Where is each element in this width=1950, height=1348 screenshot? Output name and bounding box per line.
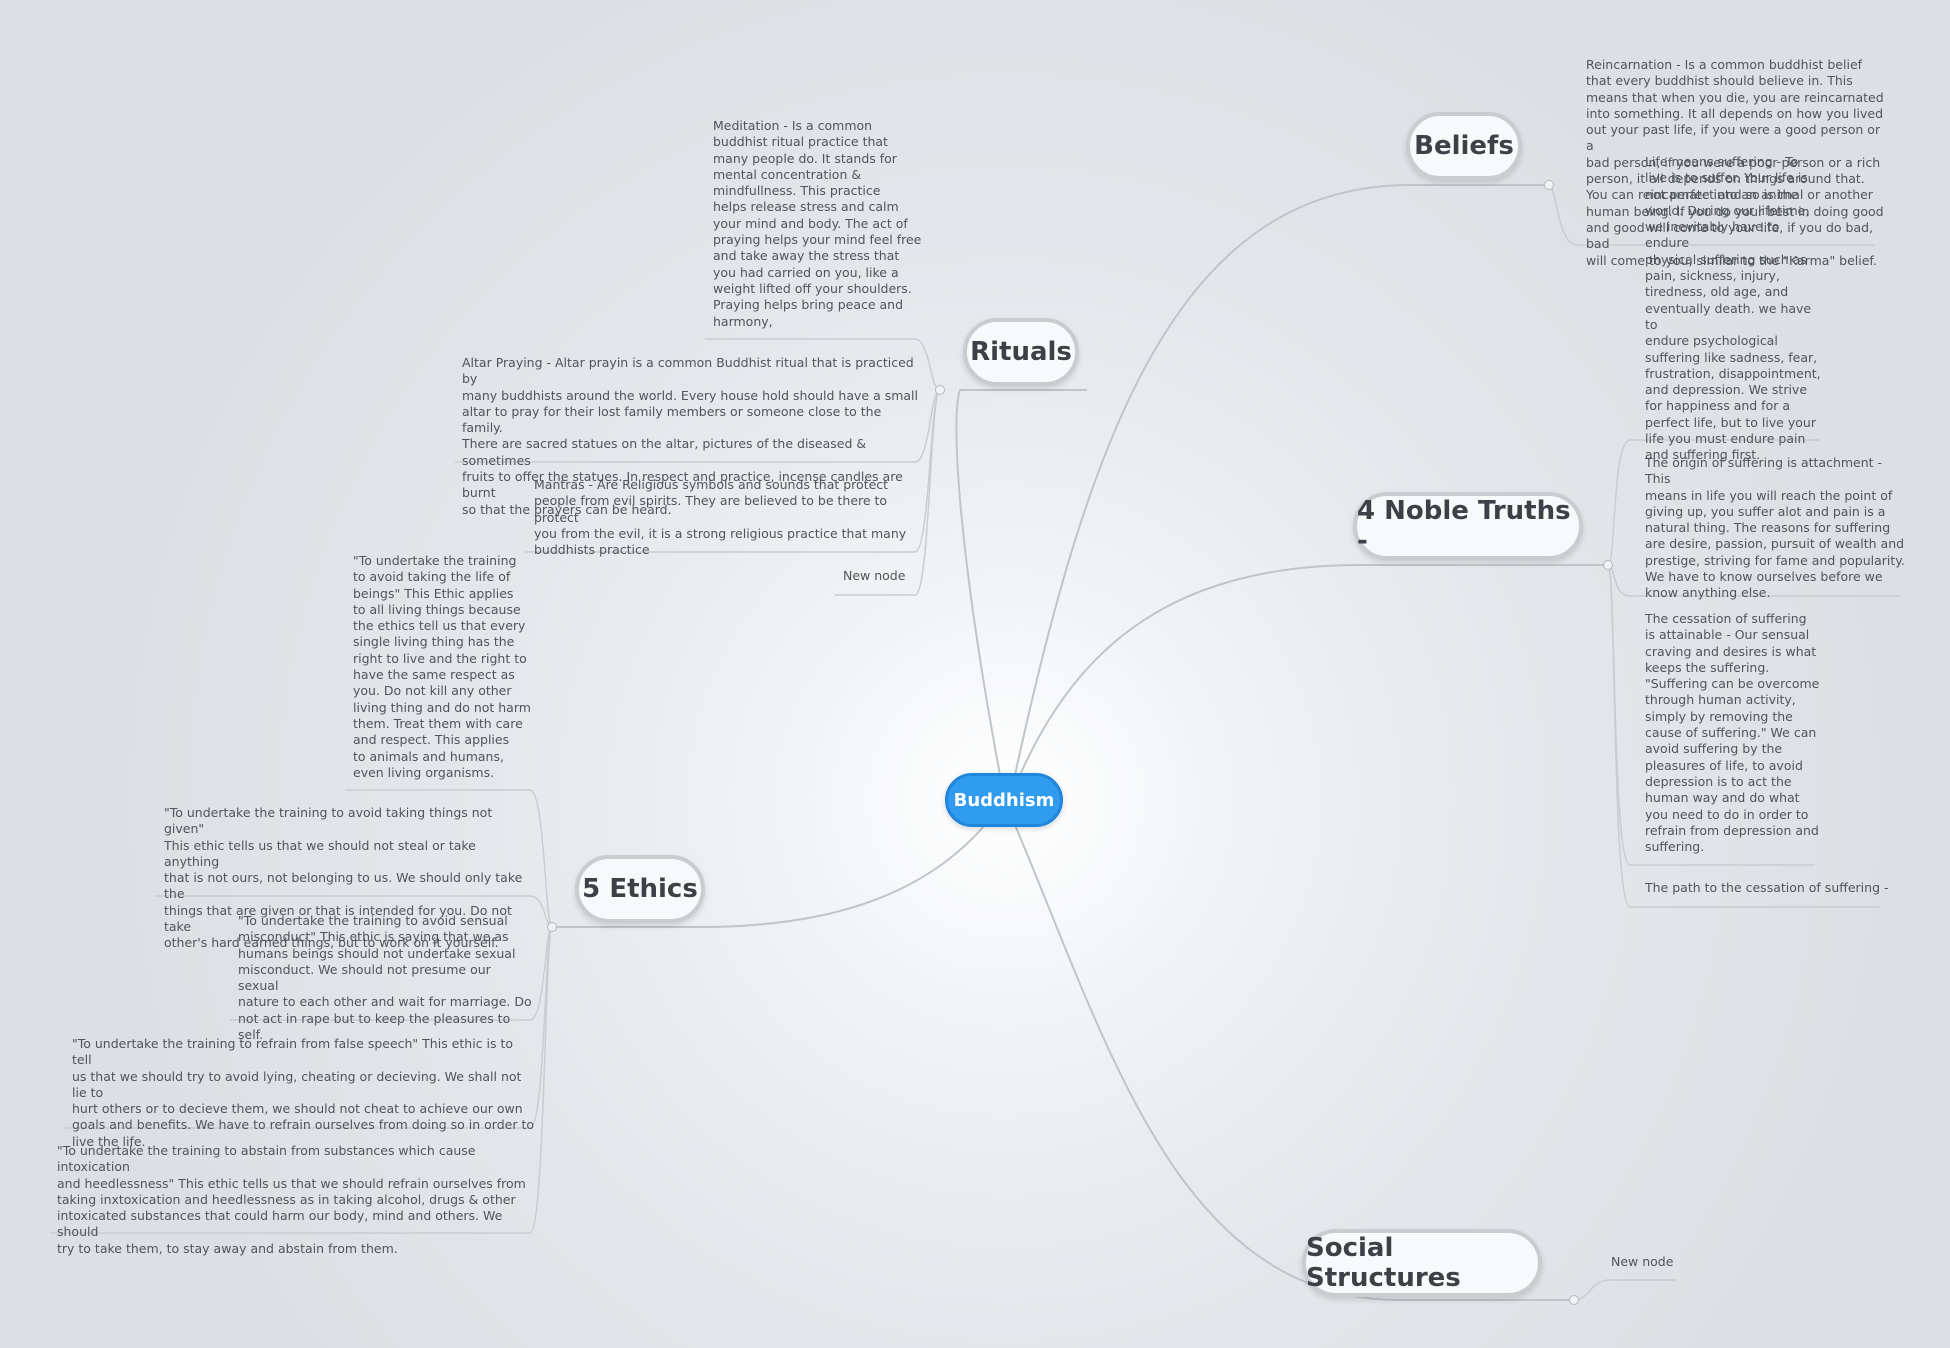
branch-noble-truths	[1019, 564, 1608, 776]
central-topic-label: Buddhism	[953, 789, 1055, 811]
rituals-leaf-new-node[interactable]: New node	[843, 568, 906, 583]
noble-truth-leaf-path[interactable]: The path to the cessation of suffering -	[1645, 880, 1889, 895]
noble-truth-leaf-origin[interactable]: The origin of suffering is attachment - …	[1645, 455, 1905, 601]
social-leaf-new-node[interactable]: New node	[1611, 1254, 1674, 1269]
central-topic[interactable]: Buddhism	[945, 773, 1063, 827]
branch-ethics	[552, 824, 986, 928]
ethics-leaf-false-speech[interactable]: "To undertake the training to refrain fr…	[72, 1036, 535, 1149]
topic-noble-truths[interactable]: 4 Noble Truths -	[1353, 492, 1583, 560]
topic-social-structures-label: Social Structures	[1306, 1233, 1461, 1293]
topic-5-ethics-label: 5 Ethics	[582, 874, 698, 904]
topic-rituals-label: Rituals	[970, 337, 1072, 367]
topic-5-ethics[interactable]: 5 Ethics	[575, 855, 705, 923]
topic-beliefs[interactable]: Beliefs	[1406, 112, 1522, 180]
rituals-leaf-mantras[interactable]: Mantras - Are Religious symbols and soun…	[534, 477, 907, 558]
branch-rituals	[955, 389, 1087, 776]
rituals-leaf-altar-praying[interactable]: Altar Praying - Altar prayin is a common…	[462, 355, 918, 517]
beliefs-leaf-reincarnation[interactable]: Reincarnation - Is a common buddhist bel…	[1586, 57, 1884, 268]
junction-noble-truths[interactable]	[1603, 560, 1613, 570]
noble-truth-leaf-cessation[interactable]: The cessation of suffering is attainable…	[1645, 611, 1820, 855]
noble-truth-leaf-suffering[interactable]: Life means suffering - To live is to suf…	[1645, 154, 1821, 463]
ethics-leaf-stealing[interactable]: "To undertake the training to avoid taki…	[164, 805, 523, 951]
junction-beliefs[interactable]	[1544, 180, 1554, 190]
branch-beliefs	[1014, 184, 1548, 776]
topic-social-structures[interactable]: Social Structures	[1302, 1229, 1542, 1297]
topic-beliefs-label: Beliefs	[1414, 131, 1514, 161]
junction-social[interactable]	[1569, 1295, 1579, 1305]
rituals-leaf-meditation[interactable]: Meditation - Is a common buddhist ritual…	[713, 118, 922, 329]
topic-rituals[interactable]: Rituals	[963, 318, 1079, 386]
junction-ethics[interactable]	[547, 922, 557, 932]
topic-noble-truths-label: 4 Noble Truths -	[1357, 496, 1571, 556]
junction-rituals[interactable]	[935, 385, 945, 395]
ethics-leaf-intoxication[interactable]: "To undertake the training to abstain fr…	[57, 1143, 526, 1256]
ethics-leaf-life[interactable]: "To undertake the training to avoid taki…	[353, 553, 531, 780]
ethics-leaf-sensual[interactable]: "To undertake the training to avoid sens…	[238, 913, 532, 1043]
